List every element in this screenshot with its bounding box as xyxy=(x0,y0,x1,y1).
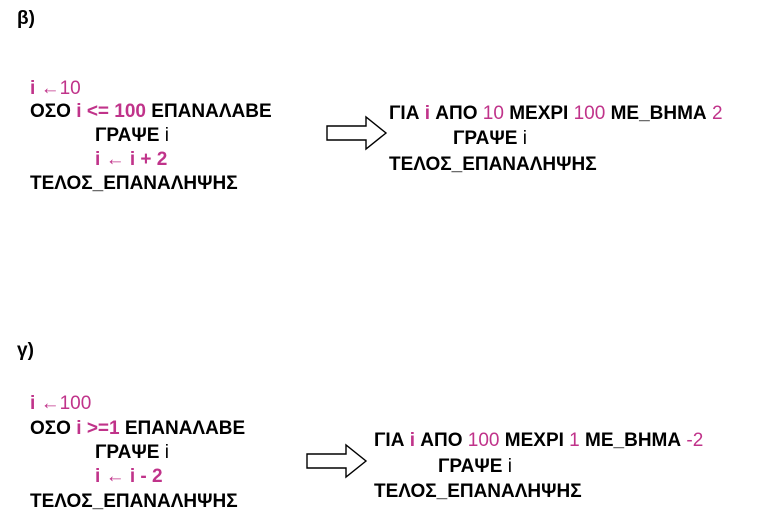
g-while-op: >=1 xyxy=(86,418,120,439)
g-while-kw1: ΟΣΟ xyxy=(30,418,71,439)
b-for-to: 100 xyxy=(573,103,606,124)
g-while-line-decrement: i ← i - 2 xyxy=(95,466,163,488)
g-init-value: 100 xyxy=(59,393,92,414)
b-while-line-increment: i ← i + 2 xyxy=(95,149,167,171)
b-incr-var: i xyxy=(95,149,101,170)
g-for-print-kw: ΓΡΑΨΕ xyxy=(438,456,503,477)
g-while-var: i xyxy=(76,418,82,439)
b-for-var: i xyxy=(424,103,430,124)
b-for-kw3: ΜΕΧΡΙ xyxy=(509,103,569,124)
g-for-end-kw: ΤΕΛΟΣ_ΕΠΑΝΑΛΗΨΗΣ xyxy=(374,481,582,502)
b-init-value: 10 xyxy=(59,78,81,99)
g-init-arrow: ← xyxy=(40,393,60,414)
section-label-g: γ) xyxy=(17,340,34,361)
g-while-line-end: ΤΕΛΟΣ_ΕΠΑΝΑΛΗΨΗΣ xyxy=(30,491,238,513)
g-while-print-var: i xyxy=(164,442,169,463)
g-for-line-end: ΤΕΛΟΣ_ΕΠΑΝΑΛΗΨΗΣ xyxy=(374,481,582,503)
b-for-end-kw: ΤΕΛΟΣ_ΕΠΑΝΑΛΗΨΗΣ xyxy=(389,154,597,175)
b-while-print-kw: ΓΡΑΨΕ xyxy=(95,125,160,146)
b-for-line-end: ΤΕΛΟΣ_ΕΠΑΝΑΛΗΨΗΣ xyxy=(389,154,597,176)
b-while-value: 100 xyxy=(114,101,146,122)
g-for-to: 1 xyxy=(569,430,580,451)
b-for-step: 2 xyxy=(711,103,723,124)
g-for-var: i xyxy=(409,430,415,451)
b-while-kw2: ΕΠΑΝΑΛΑΒΕ xyxy=(151,101,272,122)
b-for-kw1: ΓΙΑ xyxy=(389,103,420,124)
right-arrow-icon xyxy=(326,115,388,151)
b-while-end-kw: ΤΕΛΟΣ_ΕΠΑΝΑΛΗΨΗΣ xyxy=(30,173,238,194)
b-while-line-end: ΤΕΛΟΣ_ΕΠΑΝΑΛΗΨΗΣ xyxy=(30,173,238,195)
g-decr-expr: i - 2 xyxy=(129,466,163,487)
b-while-var: i xyxy=(76,101,82,122)
g-while-line-init: i ←100 xyxy=(30,393,91,415)
g-for-step: -2 xyxy=(686,430,704,451)
g-while-end-kw: ΤΕΛΟΣ_ΕΠΑΝΑΛΗΨΗΣ xyxy=(30,491,238,512)
g-for-kw2: ΑΠΟ xyxy=(420,430,463,451)
b-for-print-var: i xyxy=(522,128,527,149)
b-while-line-print: ΓΡΑΨΕ i xyxy=(95,125,169,147)
g-for-print-var: i xyxy=(507,456,512,477)
g-decr-arrow: ← xyxy=(105,466,125,487)
b-while-line-condition: ΟΣΟ i <= 100 ΕΠΑΝΑΛΑΒΕ xyxy=(30,101,272,123)
b-for-line-header: ΓΙΑ i ΑΠΟ 10 ΜΕΧΡΙ 100 ΜΕ_ΒΗΜΑ 2 xyxy=(389,103,723,125)
b-while-line-init: i ←10 xyxy=(30,78,81,100)
b-for-kw2: ΑΠΟ xyxy=(435,103,478,124)
g-while-line-print: ΓΡΑΨΕ i xyxy=(95,442,169,464)
b-init-var: i xyxy=(30,78,36,99)
b-for-kw4: ΜΕ_ΒΗΜΑ xyxy=(610,103,707,124)
b-for-from: 10 xyxy=(482,103,504,124)
b-while-kw1: ΟΣΟ xyxy=(30,101,71,122)
b-for-line-print: ΓΡΑΨΕ i xyxy=(453,128,527,150)
g-for-line-print: ΓΡΑΨΕ i xyxy=(438,456,512,478)
g-decr-var: i xyxy=(95,466,101,487)
g-while-print-kw: ΓΡΑΨΕ xyxy=(95,442,160,463)
b-init-arrow: ← xyxy=(40,78,60,99)
g-for-from: 100 xyxy=(467,430,500,451)
right-arrow-icon xyxy=(306,443,368,479)
b-incr-arrow: ← xyxy=(105,149,125,170)
g-for-kw3: ΜΕΧΡΙ xyxy=(504,430,564,451)
g-for-kw4: ΜΕ_ΒΗΜΑ xyxy=(585,430,682,451)
g-while-kw2: ΕΠΑΝΑΛΑΒΕ xyxy=(124,418,246,439)
g-for-line-header: ΓΙΑ i ΑΠΟ 100 ΜΕΧΡΙ 1 ΜΕ_ΒΗΜΑ -2 xyxy=(374,430,703,452)
g-for-kw1: ΓΙΑ xyxy=(374,430,405,451)
section-label-b: β) xyxy=(17,8,35,29)
b-incr-expr: i + 2 xyxy=(129,149,168,170)
b-while-op: <= xyxy=(86,101,110,122)
b-while-print-var: i xyxy=(164,125,169,146)
g-while-line-condition: ΟΣΟ i >=1 ΕΠΑΝΑΛΑΒΕ xyxy=(30,418,245,440)
g-init-var: i xyxy=(30,393,36,414)
b-for-print-kw: ΓΡΑΨΕ xyxy=(453,128,518,149)
